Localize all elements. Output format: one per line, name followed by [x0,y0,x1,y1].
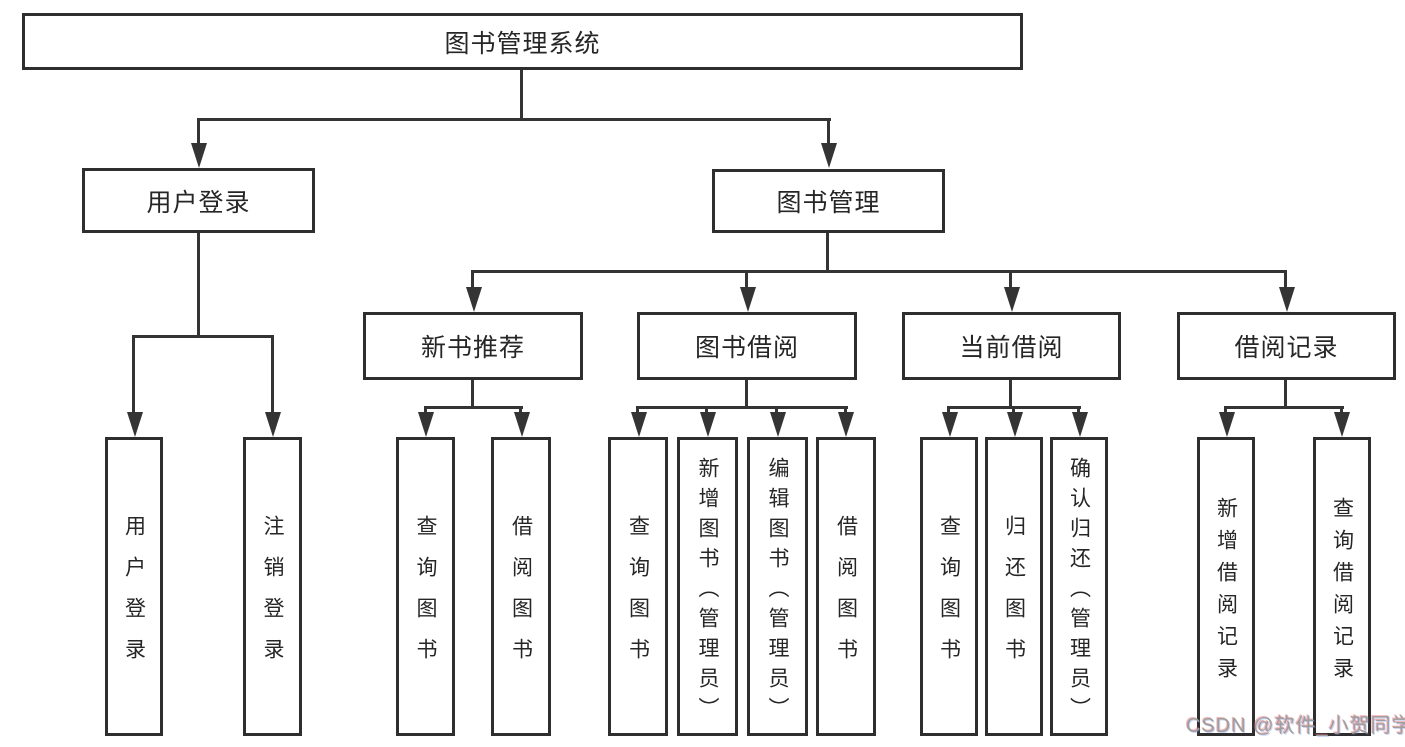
leaf-edit-book-admin: 编辑图书（管理员） [747,437,808,736]
leaf-query-book-recommend: 查询图书 [396,437,455,736]
connector-line [197,118,200,146]
leaf-label: 编辑图书（管理员） [766,456,789,727]
leaf-label: 确认归还（管理员） [1067,456,1091,727]
leaf-return-book: 归还图书 [985,437,1043,736]
connector-line [775,406,778,416]
connector-line [636,406,639,416]
connector-line [197,118,831,121]
leaf-confirm-return-admin: 确认归还（管理员） [1050,437,1108,736]
connector-line [745,380,748,406]
arrowhead-down-icon [1004,287,1020,312]
connector-line [1009,380,1012,406]
connector-line [1224,406,1227,416]
leaf-borrow-book: 借阅图书 [816,437,876,736]
node-user-login: 用户登录 [82,168,315,233]
arrowhead-down-icon [770,412,786,437]
node-root-system: 图书管理系统 [22,13,1023,70]
leaf-label: 归还图书 [1002,514,1026,679]
leaf-label: 借阅图书 [509,514,533,679]
connector-line [471,270,474,290]
leaf-label: 查询图书 [414,514,437,679]
connector-line [947,406,950,416]
connector-line [826,233,829,270]
arrowhead-down-icon [1279,287,1295,312]
leaf-label: 查询借阅记录 [1330,496,1354,689]
connector-line [519,406,522,416]
arrowhead-down-icon [127,412,143,437]
arrowhead-down-icon [821,143,837,168]
node-new-book-recommend: 新书推荐 [363,312,583,380]
arrowhead-down-icon [265,412,281,437]
connector-line [197,233,200,335]
connector-line [424,406,427,416]
connector-line [271,335,274,415]
arrowhead-down-icon [191,143,207,168]
connector-line [1012,406,1015,416]
arrowhead-down-icon [1072,412,1088,437]
arrowhead-down-icon [1334,412,1350,437]
arrowhead-down-icon [514,412,530,437]
leaf-query-borrow-record: 查询借阅记录 [1313,437,1371,736]
arrowhead-down-icon [942,412,958,437]
connector-line [132,335,135,415]
arrowhead-down-icon [1219,412,1235,437]
connector-line [424,406,523,409]
arrowhead-down-icon [700,412,716,437]
leaf-label: 新增图书（管理员） [696,456,719,727]
csdn-watermark: CSDN @软件_小贺同学 [1186,715,1405,737]
leaf-query-book-current: 查询图书 [920,437,978,736]
connector-line [132,335,274,338]
arrowhead-down-icon [466,287,482,312]
leaf-user-login: 用户登录 [105,437,163,736]
connector-line [705,406,708,416]
connector-line [1009,270,1012,290]
leaf-label: 新增借阅记录 [1214,496,1238,689]
connector-line [471,380,474,406]
node-current-borrow: 当前借阅 [902,312,1121,380]
node-book-borrow: 图书借阅 [637,312,857,380]
connector-line [827,118,830,146]
node-book-management: 图书管理 [712,169,945,233]
connector-line [1077,406,1080,416]
leaf-add-borrow-record: 新增借阅记录 [1197,437,1255,736]
leaf-add-book-admin: 新增图书（管理员） [677,437,738,736]
leaf-logout: 注销登录 [243,437,302,736]
connector-line [471,270,1287,273]
leaf-label: 用户登录 [122,514,146,679]
connector-line [1224,406,1344,409]
arrowhead-down-icon [1007,412,1023,437]
arrowhead-down-icon [838,412,854,437]
connector-line [1284,380,1287,406]
leaf-query-book-borrow: 查询图书 [608,437,668,736]
node-borrow-record: 借阅记录 [1177,312,1396,380]
connector-line [1340,406,1343,416]
connector-line [745,270,748,290]
arrowhead-down-icon [631,412,647,437]
connector-line [520,70,523,118]
arrowhead-down-icon [740,287,756,312]
connector-line [1284,270,1287,290]
leaf-label: 借阅图书 [834,514,858,679]
arrowhead-down-icon [418,412,434,437]
leaf-label: 查询图书 [937,514,961,679]
connector-line [636,406,848,409]
leaf-label: 注销登录 [261,514,284,679]
leaf-borrow-book-recommend: 借阅图书 [491,437,551,736]
leaf-label: 查询图书 [626,514,650,679]
connector-line [844,406,847,416]
